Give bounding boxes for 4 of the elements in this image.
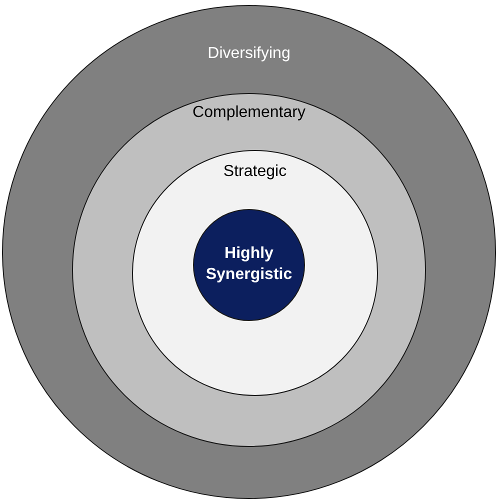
- ring-label: Strategic: [223, 162, 287, 182]
- ring-label: Complementary: [192, 103, 306, 123]
- ring-label: Diversifying: [208, 44, 290, 64]
- ring-label: Highly Synergistic: [204, 244, 294, 285]
